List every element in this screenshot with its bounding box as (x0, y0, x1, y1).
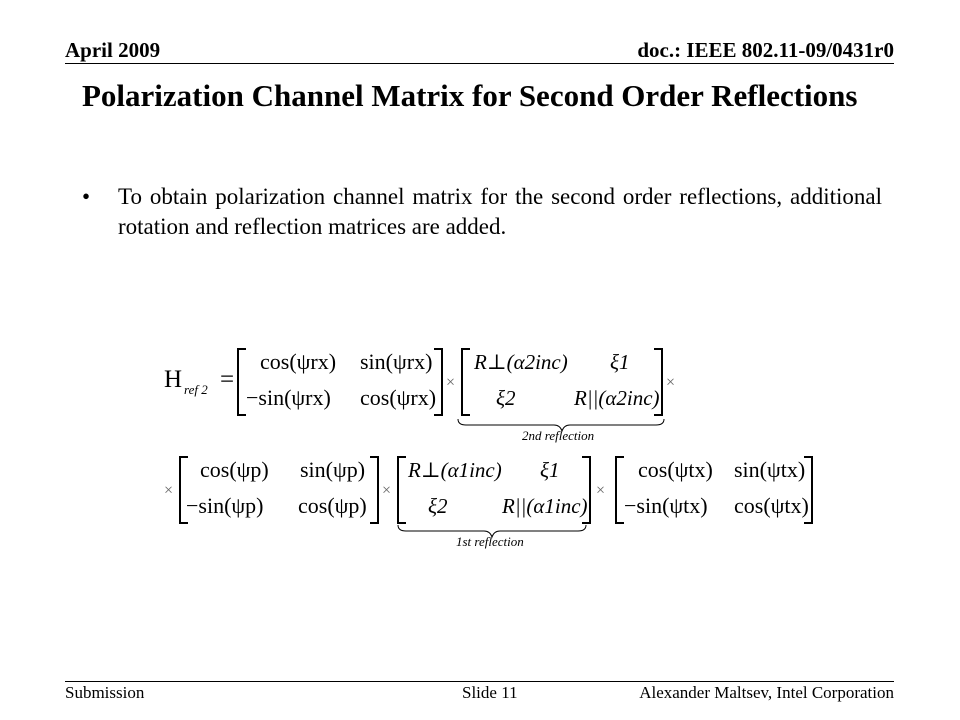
rot-tx-a22: cos(ψtx) (734, 493, 809, 518)
rot-tx-a12: sin(ψtx) (734, 457, 805, 482)
equals-sign: = (220, 366, 234, 393)
times-sign-2: × (666, 374, 675, 391)
rotation-matrix-rx: cos(ψrx) sin(ψrx) −sin(ψrx) cos(ψrx) (237, 348, 443, 416)
footer-divider (65, 681, 894, 682)
rot-tx-a21: −sin(ψtx) (624, 493, 708, 518)
refl1-a11: R⊥(α1inc) (407, 458, 502, 482)
rot-rx-a12: sin(ψrx) (360, 349, 432, 374)
refl2-a12: ξ1 (610, 350, 630, 374)
reflection-matrix-2: R⊥(α2inc) ξ1 ξ2 R||(α2inc) 2nd reflectio… (457, 348, 665, 443)
times-sign-4: × (382, 482, 391, 499)
rot-p-a21: −sin(ψp) (186, 493, 264, 518)
rot-rx-a21: −sin(ψrx) (246, 385, 331, 410)
times-sign-5: × (596, 482, 605, 499)
equation-lhs: H ref 2 = (164, 366, 234, 397)
lhs-subscript: ref 2 (184, 382, 208, 397)
rot-tx-a11: cos(ψtx) (638, 457, 713, 482)
rot-rx-a11: cos(ψrx) (260, 349, 336, 374)
refl2-a11: R⊥(α2inc) (473, 350, 568, 374)
header-date: April 2009 (65, 38, 161, 62)
footer-author: Alexander Maltsev, Intel Corporation (639, 683, 894, 702)
refl1-a12: ξ1 (540, 458, 560, 482)
first-reflection-label: 1st reflection (456, 534, 524, 549)
second-reflection-label: 2nd reflection (522, 428, 594, 443)
rot-rx-a22: cos(ψrx) (360, 385, 436, 410)
rotation-matrix-tx: cos(ψtx) sin(ψtx) −sin(ψtx) cos(ψtx) (615, 456, 813, 524)
reflection-matrix-1: R⊥(α1inc) ξ1 ξ2 R||(α1inc) 1st reflectio… (397, 456, 591, 549)
refl1-a22: R||(α1inc) (501, 494, 588, 518)
header-divider (65, 63, 894, 64)
lhs-symbol: H (164, 366, 182, 393)
rot-p-a22: cos(ψp) (298, 493, 367, 518)
footer-submission: Submission (65, 683, 145, 702)
footer-slide-number: Slide 11 (462, 683, 518, 702)
refl2-a21: ξ2 (496, 386, 516, 410)
rot-p-a12: sin(ψp) (300, 457, 365, 482)
rot-p-a11: cos(ψp) (200, 457, 269, 482)
rotation-matrix-p: cos(ψp) sin(ψp) −sin(ψp) cos(ψp) (179, 456, 379, 524)
times-sign-1: × (446, 374, 455, 391)
slide-title: Polarization Channel Matrix for Second O… (82, 78, 858, 113)
bullet-text: To obtain polarization channel matrix fo… (118, 184, 882, 239)
refl2-a22: R||(α2inc) (573, 386, 660, 410)
header-doc-id: doc.: IEEE 802.11-09/0431r0 (637, 38, 894, 62)
refl1-a21: ξ2 (428, 494, 448, 518)
times-sign-3: × (164, 482, 173, 499)
bullet-dot-icon: • (82, 184, 91, 209)
polarization-equation: H ref 2 = cos(ψrx) sin(ψrx) −sin(ψrx) co… (164, 348, 813, 549)
